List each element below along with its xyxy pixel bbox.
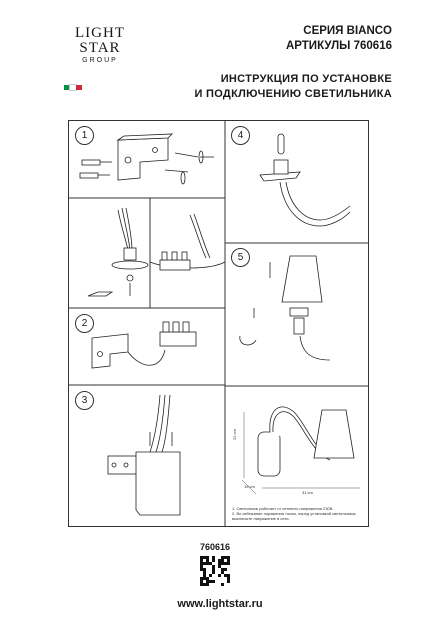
title-line1: ИНСТРУКЦИЯ ПО УСТАНОВКЕ — [220, 73, 392, 85]
instruction-frame — [68, 120, 369, 527]
logo-line2: STAR — [79, 40, 121, 56]
qr-code-icon — [200, 556, 230, 586]
website-link[interactable]: www.lightstar.ru — [177, 598, 263, 610]
note-2: 2. Во избежание поражения током, перед у… — [232, 511, 357, 521]
safety-notes: 1. Светильник работает от сетевого напря… — [232, 506, 364, 521]
step-3-badge: 3 — [75, 391, 94, 410]
logo-line3: GROUP — [82, 57, 118, 64]
logo-line1: LIGHT — [75, 25, 125, 41]
footer-article: 760616 — [200, 542, 231, 552]
step-1-badge: 1 — [75, 126, 94, 145]
italian-flag-icon — [64, 84, 82, 91]
brand-logo: LIGHT STAR GROUP — [60, 25, 140, 65]
instruction-title: ИНСТРУКЦИЯ ПО УСТАНОВКЕ И ПОДКЛЮЧЕНИЮ СВ… — [194, 72, 392, 102]
article-numbers: АРТИКУЛЫ 760616 — [285, 40, 392, 52]
series-name: СЕРИЯ BIANCO — [303, 25, 392, 37]
depth-dimension: 15 cm — [244, 484, 255, 489]
series-header: СЕРИЯ BIANCO АРТИКУЛЫ 760616 — [286, 24, 392, 54]
note-1: 1. Светильник работает от сетевого напря… — [232, 506, 334, 511]
width-dimension: 31 cm — [302, 490, 313, 495]
title-line2: И ПОДКЛЮЧЕНИЮ СВЕТИЛЬНИКА — [194, 88, 392, 100]
height-dimension: 22 cm — [232, 429, 237, 440]
step-5-badge: 5 — [231, 248, 250, 267]
step-4-badge: 4 — [231, 126, 250, 145]
step-2-badge: 2 — [75, 314, 94, 333]
